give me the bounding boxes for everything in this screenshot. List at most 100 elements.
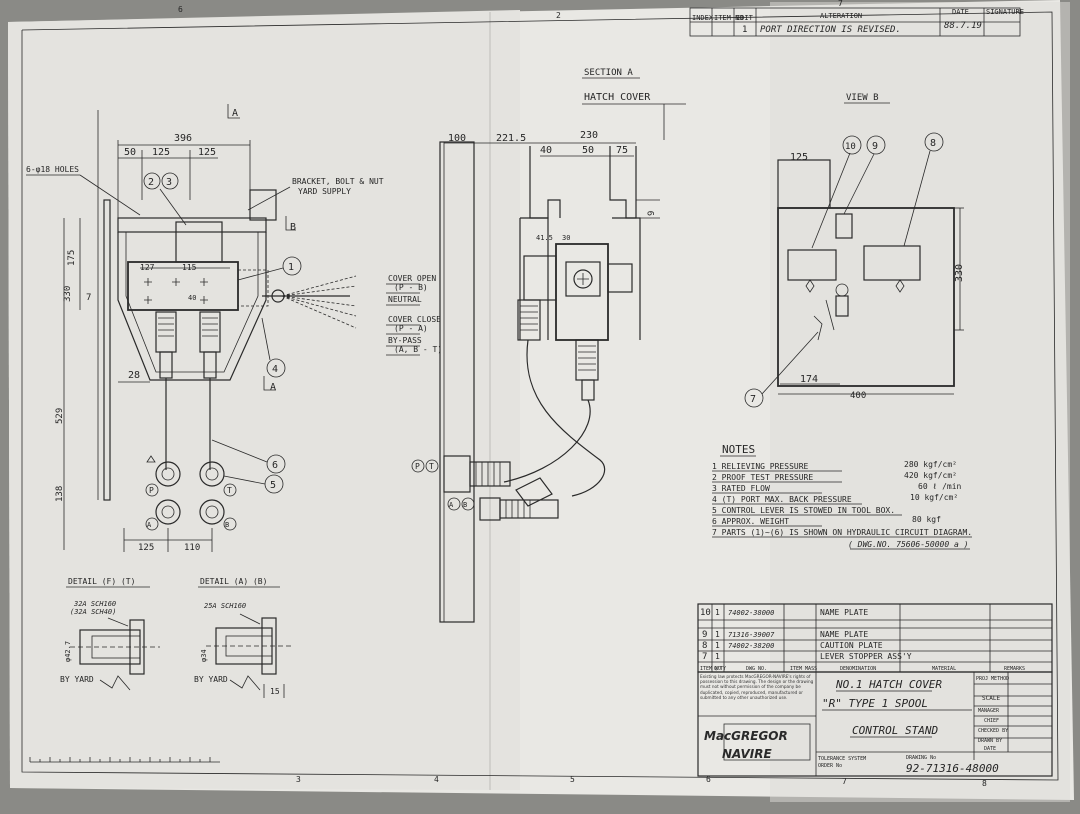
grid-bottom-3: 3 — [296, 775, 301, 784]
grid-top-6: 6 — [178, 5, 183, 14]
parts-header-remarks: REMARKS — [1004, 666, 1025, 672]
dim-50: 50 — [124, 147, 136, 158]
part-7-qty: 1 — [715, 652, 720, 661]
part-9-dwg: 71316-39007 — [728, 631, 775, 639]
dim-230: 230 — [580, 130, 598, 141]
parts-header-denom: DENOMINATION — [840, 666, 876, 672]
title-line-1: NO.1 HATCH COVER — [835, 678, 942, 691]
role-manager: MANAGER — [978, 708, 1000, 714]
logo-macgregor: MacGREGOR — [704, 729, 788, 743]
side-port-t: T — [429, 462, 434, 471]
note-2-value: 420 kgf/cm² — [904, 471, 957, 480]
logo-navire: NAVIRE — [722, 747, 773, 761]
view-b-dim-400: 400 — [850, 391, 866, 401]
title-block: PROJ METHOD SCALE MANAGER CHIEF CHECKED … — [697, 671, 1053, 777]
dwg-no-label: DRAWING No — [906, 755, 936, 761]
notes-title: NOTES — [722, 443, 755, 456]
role-drawn: DRAWN BY — [978, 738, 1002, 744]
role-date: DATE — [984, 746, 996, 752]
dim-75: 75 — [616, 145, 628, 156]
part-10-name: NAME PLATE — [820, 608, 868, 617]
note-2: 2 PROOF TEST PRESSURE — [712, 473, 813, 482]
view-b-dim-174: 174 — [800, 374, 818, 385]
note-5: 5 CONTROL LEVER IS STOWED IN TOOL BOX. — [712, 506, 895, 515]
grid-bottom-4: 4 — [434, 775, 439, 784]
hatch-cover-title: HATCH COVER — [584, 92, 651, 103]
view-b: VIEW B 125 330 174 400 10 9 8 7 — [744, 93, 965, 408]
title-line-3: CONTROL STAND — [852, 724, 938, 737]
detail-a-yard: BY YARD — [194, 675, 228, 684]
note-7: 7 PARTS (1)~(6) IS SHOWN ON HYDRAULIC CI… — [712, 528, 972, 537]
grid-bottom-7: 7 — [842, 777, 847, 786]
cover-open-label: COVER OPEN — [388, 274, 436, 283]
grid-bottom-8: 8 — [982, 779, 987, 788]
rev-header-item: ITEM NO — [714, 14, 744, 22]
dim-127: 127 — [140, 263, 155, 272]
cover-open-ports: (P - B) — [394, 283, 428, 292]
bypass-ports: (A, B - T) — [394, 345, 442, 354]
parts-header-item: ITEM NO — [700, 666, 721, 672]
parts-header-mass: ITEM MASS — [790, 666, 817, 672]
note-3-value: 60 ℓ /min — [918, 482, 962, 491]
detail-f-yard: BY YARD — [60, 675, 94, 684]
front-section-mark-a2: A — [270, 382, 276, 393]
rev-header-date: DATE — [952, 8, 969, 16]
role-scale: SCALE — [982, 695, 1000, 702]
detail-a-15: 15 — [270, 687, 280, 696]
note-4: 4 (T) PORT MAX. BACK PRESSURE — [712, 495, 852, 504]
dim-9: 9 — [647, 211, 657, 216]
grid-top-2: 2 — [556, 11, 561, 20]
drawing-frame — [21, 11, 1059, 781]
detail-f-t: DETAIL (F) (T) 32A SCH160 (32A SCH40) φ4… — [60, 577, 160, 691]
parts-header-material: MATERIAL — [932, 666, 956, 672]
detail-a-title: DETAIL (A) (B) — [200, 577, 267, 586]
view-b-dim-330: 330 — [954, 264, 965, 282]
front-section-mark-b: B — [290, 222, 296, 233]
callout-2: 2 — [148, 177, 154, 188]
order-label: ORDER No — [818, 763, 842, 769]
front-port-p: P — [149, 486, 154, 495]
front-port-b: B — [225, 521, 229, 529]
dim-125c: 125 — [138, 543, 154, 553]
side-view: SECTION A HATCH COVER 100 221.5 230 40 5… — [411, 68, 686, 623]
callout-3: 3 — [166, 177, 172, 188]
part-7-item: 7 — [702, 652, 707, 662]
dwg-number: 92-71316-48000 — [906, 762, 999, 775]
grid-bottom-6: 6 — [706, 775, 711, 784]
parts-header-dwg: DWG NO. — [746, 666, 767, 672]
note-1: 1 RELIEVING PRESSURE — [712, 462, 809, 471]
rev-edit-value: 1 — [742, 25, 747, 35]
callout-1: 1 — [288, 262, 294, 273]
callout-7: 7 — [750, 394, 756, 405]
part-10-qty: 1 — [715, 608, 720, 617]
note-6-value: 80 kgf — [912, 515, 941, 524]
detail-f-pipe2: (32A SCH40) — [70, 608, 116, 616]
part-10-dwg: 74002-38000 — [728, 609, 774, 617]
dim-2215: 221.5 — [496, 133, 526, 144]
holes-label: 6-φ18 HOLES — [26, 165, 79, 174]
view-b-title: VIEW B — [846, 93, 879, 103]
dim-529: 529 — [55, 408, 65, 424]
view-b-dim-125: 125 — [790, 152, 808, 163]
neutral-label: NEUTRAL — [388, 295, 422, 304]
dim-115: 115 — [182, 263, 197, 272]
dim-40-front: 40 — [188, 294, 196, 302]
detail-f-dia: φ42.7 — [64, 641, 72, 662]
scale-ruler — [29, 757, 220, 763]
callout-9: 9 — [872, 141, 878, 152]
bracket-label-2: YARD SUPPLY — [298, 187, 351, 196]
role-checked: CHECKED BY — [978, 728, 1008, 734]
grid-bottom-5: 5 — [570, 775, 575, 784]
detail-f-pipe1: 32A SCH160 — [73, 600, 116, 608]
notes: NOTES 1 RELIEVING PRESSURE 280 kgf/cm² 2… — [712, 443, 972, 550]
callout-6: 6 — [272, 460, 278, 471]
side-port-b: B — [463, 501, 467, 509]
dim-100: 100 — [448, 133, 466, 144]
side-port-a: A — [449, 501, 454, 509]
front-port-t: T — [227, 486, 232, 495]
role-proj: PROJ METHOD — [976, 676, 1009, 682]
cover-close-label: COVER CLOSE — [388, 315, 441, 324]
parts-list: 10 1 74002-38000 NAME PLATE 9 1 71316-39… — [697, 603, 1053, 673]
callout-8: 8 — [930, 138, 936, 149]
